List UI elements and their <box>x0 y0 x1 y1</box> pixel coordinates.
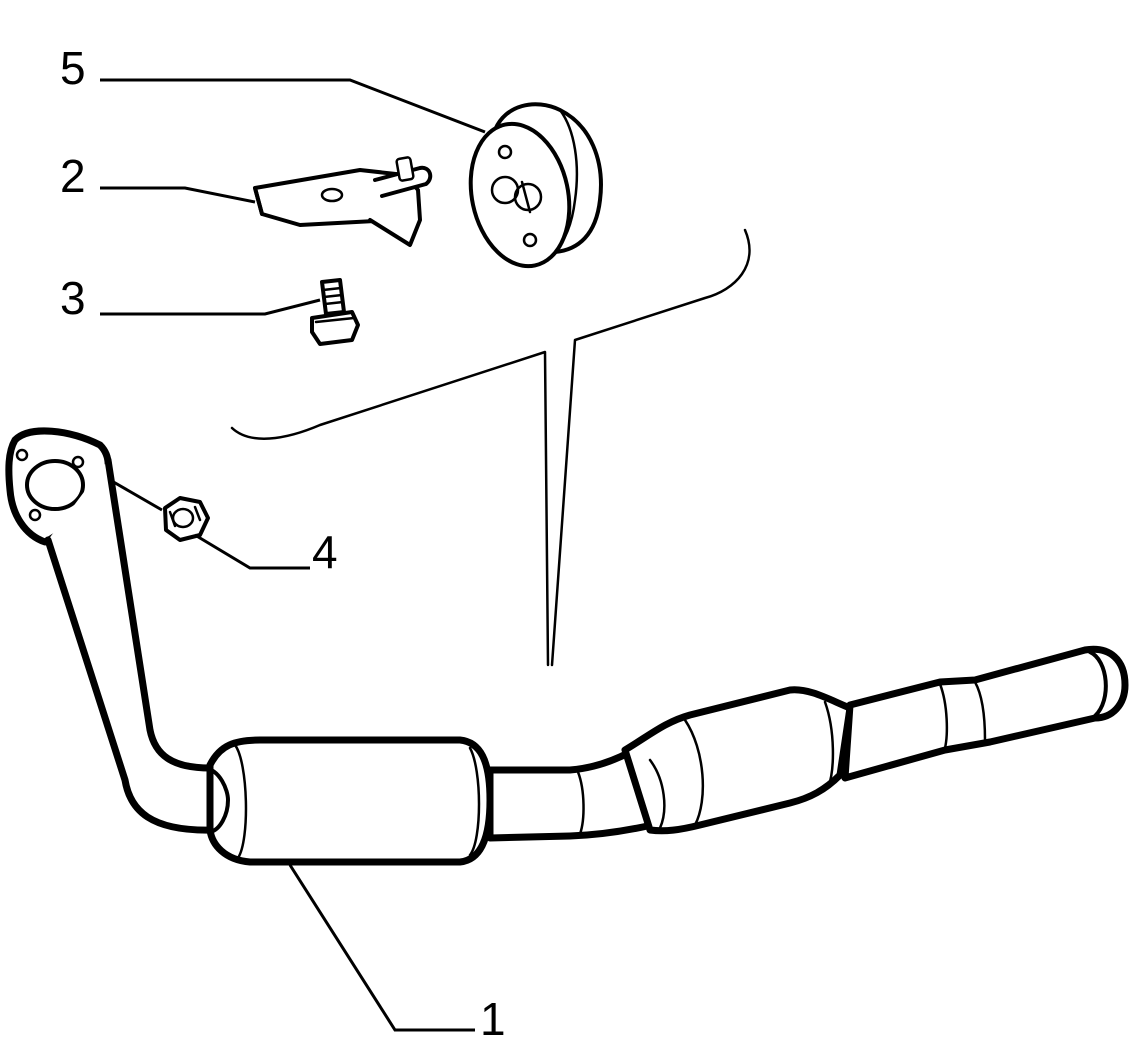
bolt[interactable] <box>310 278 360 346</box>
exhaust-pipe[interactable] <box>5 427 1129 866</box>
assembly-outline <box>230 228 751 667</box>
callout-2: 2 <box>60 150 86 202</box>
rubber-mount[interactable] <box>458 102 603 275</box>
callout-3: 3 <box>60 272 86 324</box>
callout-4: 4 <box>312 526 338 578</box>
nut[interactable] <box>163 496 210 542</box>
bracket[interactable] <box>253 156 433 247</box>
leader-lines <box>100 78 486 1032</box>
callout-5: 5 <box>60 42 86 94</box>
callout-1: 1 <box>480 993 506 1037</box>
